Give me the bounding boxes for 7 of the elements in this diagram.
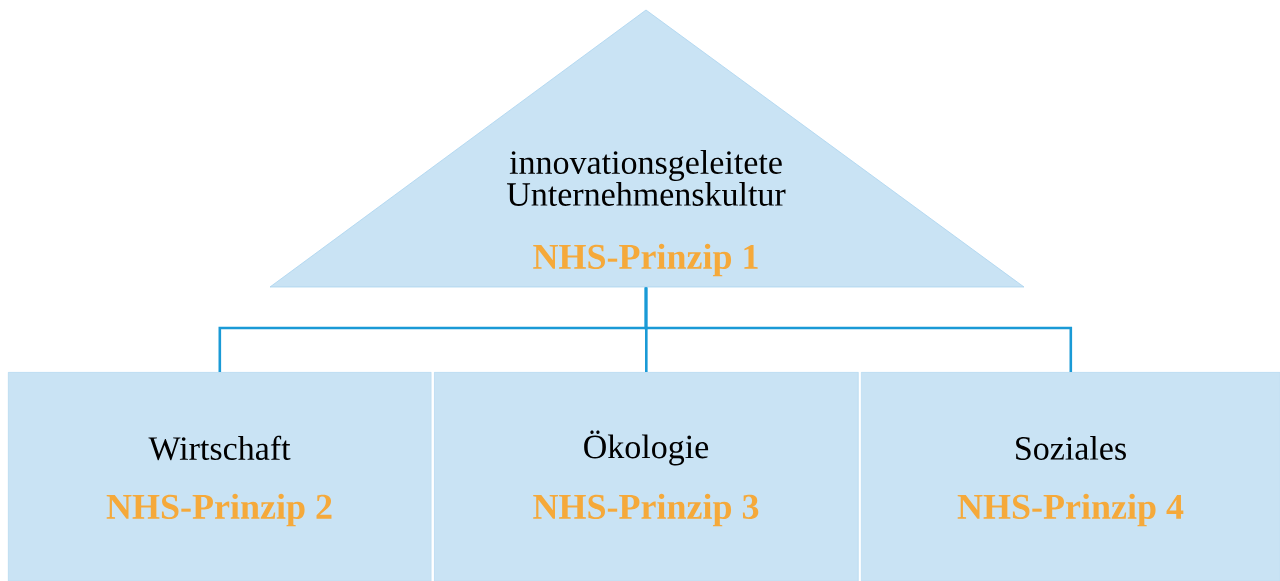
triangle-roof: innovationsgeleitete Unternehmenskultur NHS-Prinzip 1 [269, 9, 1025, 288]
node-label: NHS-Prinzip 4 [957, 493, 1184, 527]
connector-line [644, 287, 1073, 372]
category-box: Ökologie NHS-Prinzip 3 [434, 372, 859, 581]
node-label: Soziales [1016, 436, 1126, 460]
category-box: Soziales NHS-Prinzip 4 [861, 372, 1280, 581]
category-box: Wirtschaft NHS-Prinzip 2 [8, 372, 432, 581]
